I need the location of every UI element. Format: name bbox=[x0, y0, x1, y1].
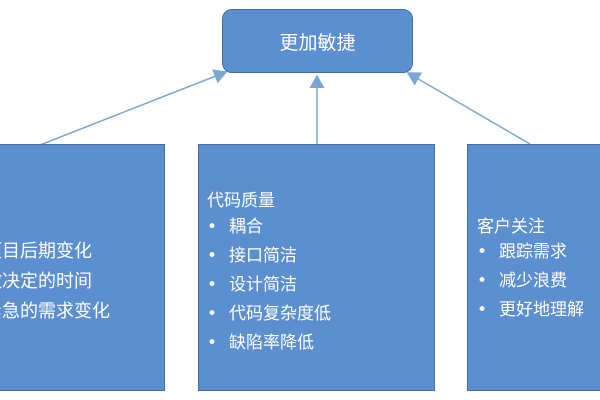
list-item: •更好地理解 bbox=[477, 300, 584, 320]
agile-goal-box: 更加敏捷 bbox=[222, 9, 413, 73]
code-quality-heading: 代码质量 bbox=[207, 191, 275, 211]
arrow-right-to-top bbox=[406, 72, 531, 145]
list-item: 紧急的需求变化 bbox=[0, 301, 110, 322]
customer-focus-list: •跟踪需求 •减少浪费 •更好地理解 bbox=[477, 238, 584, 325]
requirements-change-box: 项目后期变化 做决定的时间 紧急的需求变化 bbox=[0, 144, 165, 391]
list-item: •代码复杂度低 bbox=[207, 304, 331, 324]
list-item: 项目后期变化 bbox=[0, 241, 92, 262]
arrow-left-to-top bbox=[39, 69, 228, 146]
list-item: •接口简洁 bbox=[207, 246, 297, 266]
customer-focus-box: 客户关注 •跟踪需求 •减少浪费 •更好地理解 bbox=[467, 144, 600, 391]
list-item: •减少浪费 bbox=[477, 271, 567, 291]
list-item: •跟踪需求 bbox=[477, 242, 567, 262]
requirements-change-list: 项目后期变化 做决定的时间 紧急的需求变化 bbox=[0, 237, 110, 327]
code-quality-list: •耦合 •接口简洁 •设计简洁 •代码复杂度低 •缺陷率降低 bbox=[207, 213, 331, 358]
agile-goal-label: 更加敏捷 bbox=[279, 31, 356, 54]
code-quality-box: 代码质量 •耦合 •接口简洁 •设计简洁 •代码复杂度低 •缺陷率降低 bbox=[198, 144, 435, 391]
list-item: •缺陷率降低 bbox=[207, 333, 314, 353]
list-item: 做决定的时间 bbox=[0, 271, 92, 292]
list-item: •设计简洁 bbox=[207, 275, 297, 295]
list-item: •耦合 bbox=[207, 217, 263, 237]
customer-focus-heading: 客户关注 bbox=[477, 217, 545, 237]
